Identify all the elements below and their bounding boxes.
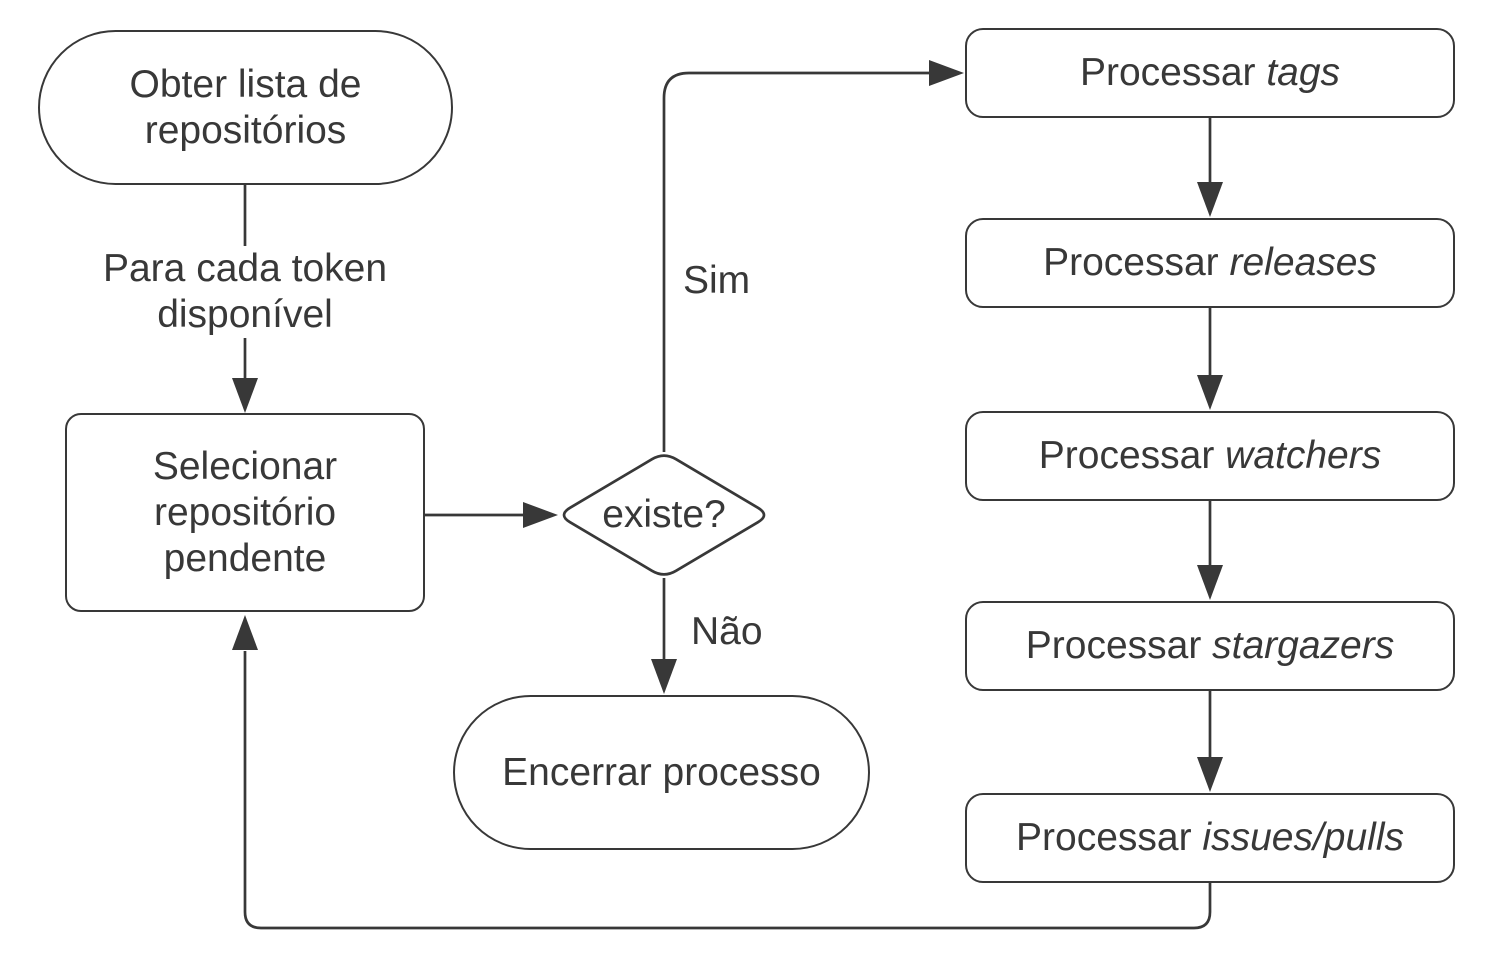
node-label-prefix: Processar: [1038, 434, 1215, 477]
node-processar-tags: Processar tags: [965, 28, 1455, 118]
decision-existe-label: existe?: [602, 493, 726, 536]
edge-label-sim: Sim: [683, 259, 751, 302]
arrowhead-into-selecionar-top: [232, 378, 258, 413]
node-label-term: watchers: [1225, 434, 1382, 477]
node-label-prefix: Processar: [1016, 816, 1192, 859]
node-processar-stargazers: Processar stargazers: [965, 601, 1455, 691]
node-obter-lista: Obter lista de repositórios: [38, 30, 453, 185]
edge-issues-loop-to-selecionar: [243, 651, 1212, 930]
arrowhead-into-selecionar-bottom: [232, 615, 258, 650]
edge-label-nao: Não: [691, 610, 763, 653]
node-selecionar-repositorio: Selecionar repositório pendente: [65, 413, 425, 612]
node-label: Selecionar repositório pendente: [152, 444, 338, 580]
node-processar-watchers: Processar watchers: [965, 411, 1455, 501]
node-label-term: issues/pulls: [1202, 816, 1404, 859]
arrowhead-into-issues: [1197, 757, 1223, 792]
arrowhead-into-encerrar: [651, 659, 677, 694]
node-label-term: releases: [1229, 241, 1377, 284]
node-processar-releases: Processar releases: [965, 218, 1455, 308]
node-label-term: tags: [1266, 51, 1341, 94]
arrowhead-into-existe: [523, 502, 558, 528]
edge-label-para-cada-token: Para cada token disponível: [90, 246, 400, 338]
arrowhead-into-tags: [929, 60, 964, 86]
node-label: Obter lista de repositórios: [129, 62, 362, 152]
node-label-prefix: Processar: [1043, 241, 1219, 284]
node-label: Encerrar processo: [502, 750, 821, 794]
arrowhead-into-releases: [1197, 182, 1223, 217]
node-label-prefix: Processar: [1079, 51, 1256, 94]
decision-existe-shape: [562, 454, 766, 576]
arrowhead-into-watchers: [1197, 375, 1223, 410]
edge-existe-sim-to-tags: [662, 71, 930, 452]
node-encerrar-processo: Encerrar processo: [453, 695, 870, 850]
arrowhead-into-stargazers: [1197, 565, 1223, 600]
node-processar-issues-pulls: Processar issues/pulls: [965, 793, 1455, 883]
node-label-prefix: Processar: [1025, 624, 1202, 667]
node-label-term: stargazers: [1212, 624, 1395, 667]
